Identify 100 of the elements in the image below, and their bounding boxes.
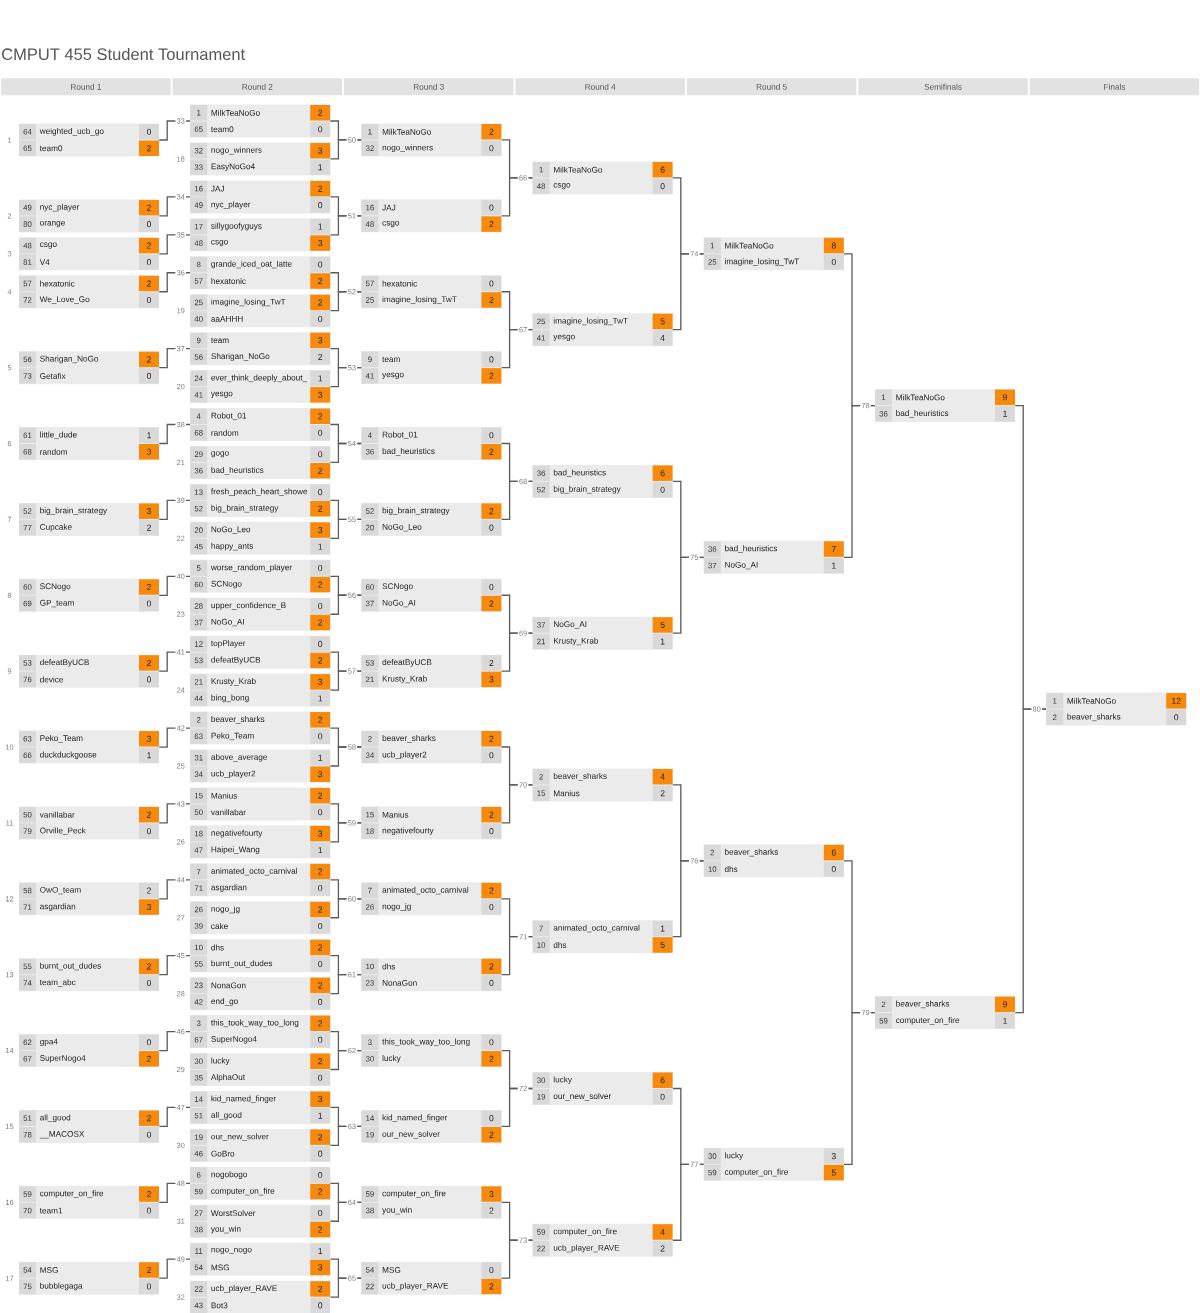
player-name: computer_on_fire <box>382 1190 446 1198</box>
player-name: MSG <box>40 1267 58 1273</box>
bracket-line <box>329 291 362 312</box>
player-name: imagine_losing_TwT <box>382 296 457 304</box>
score-cell: 2 <box>139 579 159 595</box>
bracket-line <box>500 480 534 520</box>
bracket-line <box>500 784 534 824</box>
bracket-line <box>329 1049 362 1071</box>
round-header: Round 2 <box>172 78 343 96</box>
round-header: Semifinals <box>858 78 1028 96</box>
player-name: Krusty_Krab <box>211 678 256 686</box>
bracket-line <box>500 1239 534 1279</box>
player-name: dhs <box>553 941 567 948</box>
bracket-line <box>158 955 191 976</box>
player-name: Krusty_Krab <box>554 637 599 646</box>
score-cell: 1 <box>310 159 331 175</box>
score-cell: 3 <box>139 444 159 460</box>
player-name: negativefourty <box>382 827 434 835</box>
player-name: defeatByUCB <box>211 656 261 665</box>
player-name: kid_named_finger <box>211 1095 276 1104</box>
player-name: nyc_player <box>211 201 251 209</box>
score-cell: 0 <box>139 823 159 839</box>
player-name: duckduckgoose <box>40 751 97 760</box>
bracket-line <box>500 1087 534 1128</box>
player-name: lucky <box>211 1057 230 1066</box>
score-cell: 3 <box>310 1091 331 1107</box>
player-name: Bot3 <box>211 1302 228 1309</box>
player-name: imagine_losing_TwT <box>553 317 628 326</box>
player-name: MilkTeaNoGo <box>896 394 945 401</box>
player-name: beaver_sharks <box>896 1000 950 1009</box>
score-cell: 2 <box>139 1186 159 1202</box>
score-cell: 4 <box>652 330 673 346</box>
score-cell: 0 <box>310 880 331 896</box>
score-cell: 2 <box>310 1129 331 1145</box>
player-name: nyc_player <box>40 203 80 212</box>
player-name: GP_team <box>40 599 74 608</box>
player-name: WorstSolver <box>210 1210 256 1217</box>
bracket-line <box>672 1163 705 1241</box>
bracket-line <box>329 594 362 615</box>
round-header: Round 1 <box>1 78 171 96</box>
player-name: Manius <box>382 811 409 818</box>
player-name: yesgo <box>210 391 233 398</box>
player-name: SuperNogo4 <box>211 1036 257 1044</box>
score-cell: 0 <box>310 1167 331 1183</box>
player-name: beaver_sharks <box>1067 713 1121 722</box>
player-name: NoGo_AI <box>382 599 416 608</box>
score-cell: 2 <box>310 1281 331 1297</box>
score-cell: 12 <box>1166 693 1187 709</box>
score-cell: 6 <box>652 1072 673 1088</box>
player-name: bad_heuristics <box>553 469 606 477</box>
player-name: JAJ <box>211 185 224 192</box>
score-cell: 0 <box>310 598 331 614</box>
player-name: csgo <box>40 242 57 249</box>
player-name: hexatonic <box>211 278 246 284</box>
player-name: cake <box>211 923 228 929</box>
score-cell: 0 <box>310 425 331 441</box>
player-name: fresh_peach_heart_showe <box>211 488 308 496</box>
player-name: our_new_solver <box>382 1130 440 1139</box>
player-name: burnt_out_dudes <box>40 962 101 971</box>
player-name: all_good <box>40 1114 71 1123</box>
player-name: our_new_solver <box>553 1092 612 1101</box>
player-name: MilkTeaNoGo <box>554 166 603 173</box>
score-cell: 2 <box>481 292 502 308</box>
score-cell: 0 <box>481 823 502 839</box>
player-name: our_new_solver <box>211 1133 269 1141</box>
player-name: big_brain_strategy <box>553 485 621 494</box>
player-name: team0 <box>39 145 63 152</box>
player-name: orange <box>40 221 65 228</box>
round-header: Finals <box>1029 78 1200 96</box>
player-name: hexatonic <box>382 280 417 287</box>
score-cell: 0 <box>310 446 331 462</box>
bracket-line <box>843 1011 876 1165</box>
player-name: weighted_ucb_go <box>39 127 104 136</box>
score-cell: 1 <box>310 842 331 858</box>
player-name: you_win <box>210 1225 241 1234</box>
score-cell: 0 <box>310 918 331 934</box>
score-cell: 0 <box>310 1205 331 1221</box>
score-cell: 0 <box>481 427 502 443</box>
player-name: happy_ants <box>211 542 253 551</box>
player-name: MilkTeaNoGo <box>1067 697 1116 704</box>
score-cell: 0 <box>310 484 331 500</box>
player-name: animated_octo_carnival <box>382 886 469 895</box>
player-name: Robot_01 <box>211 412 247 421</box>
player-name: lucky <box>382 1054 401 1063</box>
player-name: big_brain_strategy <box>40 507 108 515</box>
score-cell: 2 <box>310 712 331 728</box>
player-name: you_win <box>382 1206 412 1215</box>
title: CMPUT 455 Student Tournament <box>2 47 245 61</box>
score-cell: 0 <box>652 178 673 194</box>
player-name: ucb_player_RAVE <box>382 1282 449 1291</box>
bracket-line <box>158 1258 191 1279</box>
score-cell: 1 <box>995 406 1015 422</box>
player-name: Robot_01 <box>382 431 418 440</box>
player-name: random <box>211 429 239 436</box>
bracket-line <box>158 348 191 369</box>
bracket-line <box>158 1106 191 1128</box>
player-name: gpa4 <box>40 1038 58 1046</box>
score-cell: 0 <box>310 804 331 820</box>
player-name: team <box>211 337 229 344</box>
player-name: yesgo <box>382 372 404 379</box>
